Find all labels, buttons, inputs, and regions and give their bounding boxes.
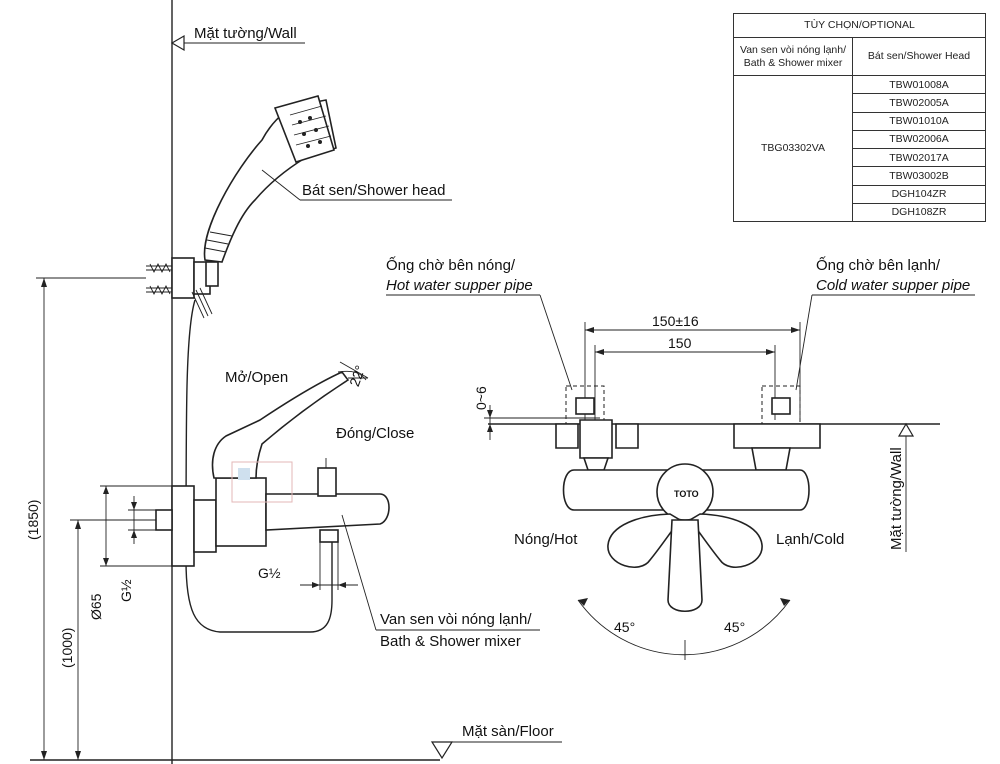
options-table: TÙY CHỌN/OPTIONAL Van sen vòi nóng lạnh/… bbox=[733, 13, 986, 223]
table-row: TBW03002B bbox=[852, 166, 986, 186]
wall-side-label: Mặt tường/Wall bbox=[888, 447, 905, 550]
height-dimensions bbox=[36, 277, 156, 760]
table-header: TÙY CHỌN/OPTIONAL bbox=[733, 13, 986, 38]
mixer-model-cell: TBG03302VA bbox=[733, 75, 853, 222]
thread-bottom-label: G½ bbox=[258, 565, 281, 581]
spacing-dimensions bbox=[584, 322, 801, 420]
diameter-label: Ø65 bbox=[88, 593, 104, 620]
floor-marker-arrow bbox=[430, 741, 454, 760]
mixer-label-vn: Van sen vòi nóng lạnh/ bbox=[380, 611, 532, 628]
table-row: DGH108ZR bbox=[852, 202, 986, 223]
thread-side-label: G½ bbox=[118, 579, 134, 602]
shower-head-drawing bbox=[185, 95, 337, 633]
mixer-height-label: (1000) bbox=[59, 628, 75, 668]
wall-top-label: Mặt tường/Wall bbox=[194, 25, 297, 42]
supply-pipes bbox=[565, 385, 801, 425]
table-row: TBW01010A bbox=[852, 111, 986, 131]
angle-arcs bbox=[577, 598, 791, 660]
total-height-label: (1850) bbox=[25, 500, 41, 540]
wall-marker-arrow bbox=[170, 34, 185, 52]
angle-right-label: 45° bbox=[724, 619, 745, 635]
mixer-front-drawing: TOTO bbox=[555, 419, 821, 613]
col-mixer-header: Van sen vòi nóng lạnh/ Bath & Shower mix… bbox=[733, 37, 853, 76]
angle-left-label: 45° bbox=[614, 619, 635, 635]
table-row: TBW02006A bbox=[852, 129, 986, 150]
mixer-label-en: Bath & Shower mixer bbox=[380, 633, 521, 650]
shower-head-label: Bát sen/Shower head bbox=[302, 182, 445, 199]
table-row: TBW01008A bbox=[852, 74, 986, 95]
hot-label: Nóng/Hot bbox=[514, 531, 578, 548]
col-head-header: Bát sen/Shower Head bbox=[852, 37, 986, 76]
cold-pipe-label-en: Cold water supper pipe bbox=[816, 277, 970, 294]
table-row: TBW02017A bbox=[852, 147, 986, 168]
open-label: Mở/Open bbox=[225, 369, 288, 386]
lever-angle-label: 22° bbox=[346, 363, 368, 388]
brand-logo: TOTO bbox=[674, 489, 699, 499]
wall-side-arrow bbox=[897, 422, 915, 437]
left-dimensions bbox=[100, 485, 173, 567]
table-row: DGH104ZR bbox=[852, 184, 986, 204]
table-row: TBW02005A bbox=[852, 93, 986, 113]
spacing-adjust-label: 150±16 bbox=[652, 313, 699, 329]
hot-pipe-label-en: Hot water supper pipe bbox=[386, 277, 533, 294]
floor-label: Mặt sàn/Floor bbox=[462, 723, 554, 740]
cold-label: Lạnh/Cold bbox=[776, 531, 844, 548]
depth-dimension bbox=[484, 405, 600, 440]
wall-bracket bbox=[146, 257, 211, 299]
close-label: Đóng/Close bbox=[336, 425, 414, 442]
hot-pipe-label-vn: Ống chờ bên nóng/ bbox=[386, 256, 516, 274]
depth-label: 0~6 bbox=[473, 386, 489, 410]
cold-pipe-label-vn: Ống chờ bên lạnh/ bbox=[816, 256, 941, 274]
mixer-side-drawing bbox=[171, 371, 390, 567]
spacing-label: 150 bbox=[668, 335, 692, 351]
